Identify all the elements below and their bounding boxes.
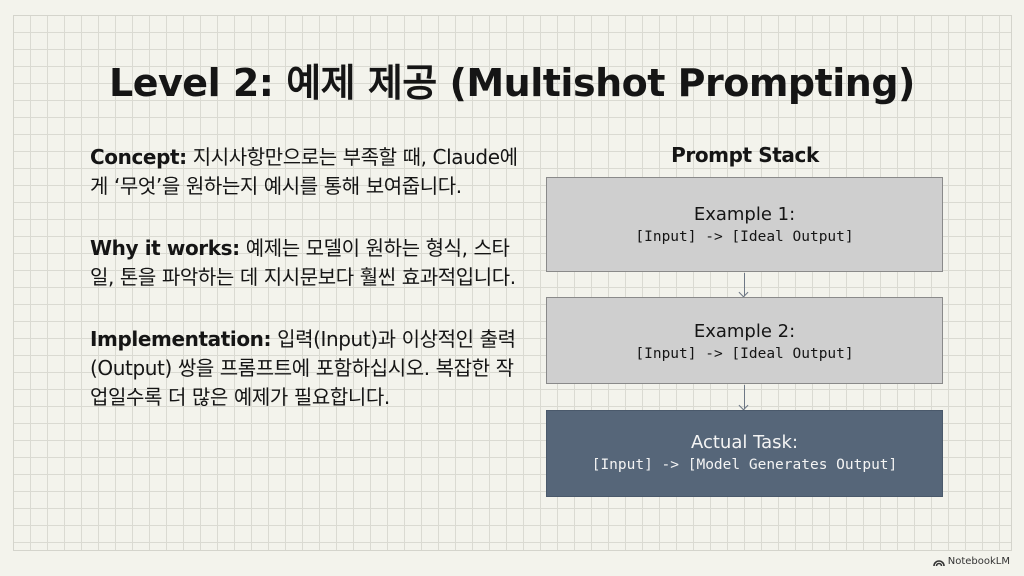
notebooklm-watermark: NotebookLM	[932, 556, 1010, 567]
watermark-text: NotebookLM	[947, 556, 1010, 567]
point-label: Why it works:	[90, 236, 240, 260]
actual-task-box: Actual Task: [Input] -> [Model Generates…	[546, 410, 943, 497]
example-1-box: Example 1: [Input] -> [Ideal Output]	[546, 177, 943, 272]
box-heading: Actual Task:	[690, 432, 799, 453]
point-why: Why it works: 예제는 모델이 원하는 형식, 스타일, 톤을 파악…	[90, 234, 530, 292]
stack-title: Prompt Stack	[671, 143, 819, 167]
box-heading: Example 1:	[693, 204, 796, 225]
point-implementation: Implementation: 입력(Input)과 이상적인 출력(Outpu…	[90, 325, 530, 412]
point-text: 입력(Input)과 이상적인 출력(Output) 쌍을 프롬프트에 포함하십…	[90, 327, 516, 409]
bullet-list: Concept: 지시사항만으로는 부족할 때, Claude에게 ‘무엇’을 …	[90, 143, 530, 445]
down-arrow-icon	[744, 385, 745, 409]
box-heading: Example 2:	[693, 321, 796, 342]
box-code: [Input] -> [Ideal Output]	[635, 346, 854, 362]
point-label: Concept:	[90, 145, 187, 169]
point-concept: Concept: 지시사항만으로는 부족할 때, Claude에게 ‘무엇’을 …	[90, 143, 530, 201]
point-text: 예제는 모델이 원하는 형식, 스타일, 톤을 파악하는 데 지시문보다 훨씬 …	[90, 236, 516, 289]
example-2-box: Example 2: [Input] -> [Ideal Output]	[546, 297, 943, 384]
point-label: Implementation:	[90, 327, 272, 351]
slide-title: Level 2: 예제 제공 (Multishot Prompting)	[109, 61, 915, 105]
notebooklm-logo-icon	[932, 560, 945, 566]
point-text: 지시사항만으로는 부족할 때, Claude에게 ‘무엇’을 원하는지 예시를 …	[90, 145, 518, 198]
box-code: [Input] -> [Model Generates Output]	[591, 457, 898, 473]
box-code: [Input] -> [Ideal Output]	[635, 229, 854, 245]
down-arrow-icon	[744, 273, 745, 296]
